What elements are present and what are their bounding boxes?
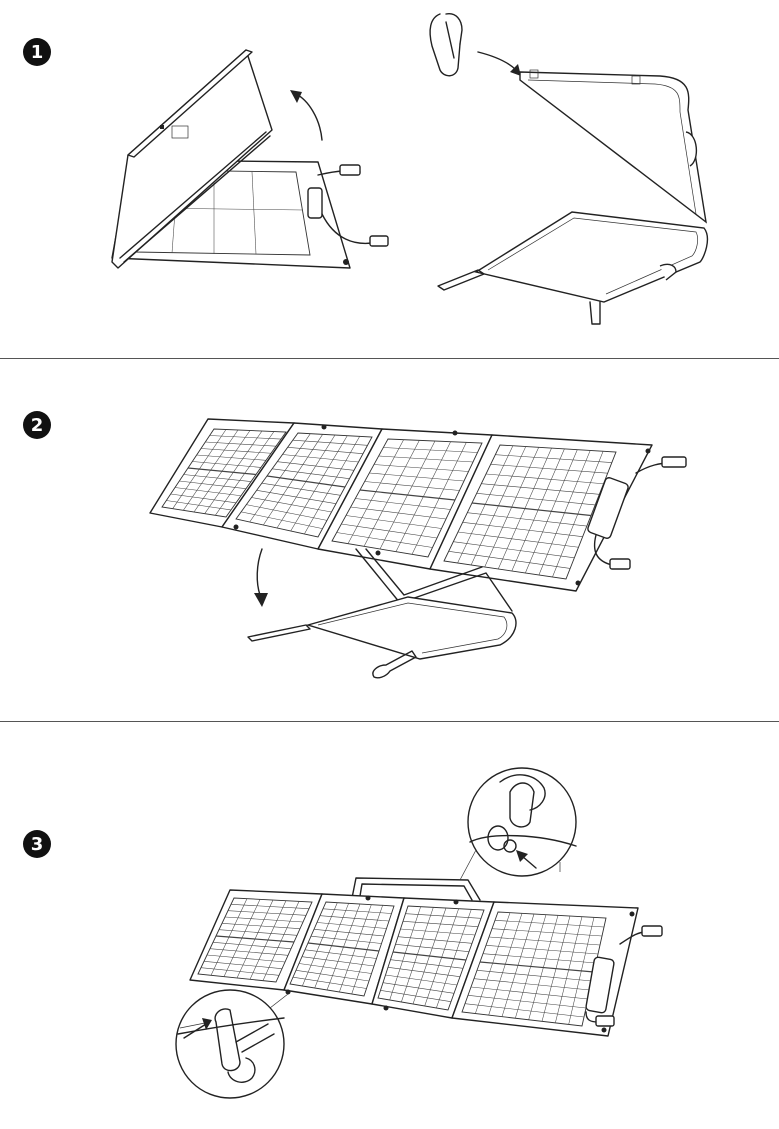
down-arrow-icon (254, 549, 268, 607)
zoom-detail-top (460, 768, 576, 880)
kickstand-illustration (430, 14, 707, 324)
step-3-illustration (0, 722, 779, 1129)
carabiner-icon (430, 14, 462, 76)
unfolded-solar-panel (150, 419, 686, 591)
step-1-illustration (0, 0, 779, 358)
step-2-illustration (0, 359, 779, 721)
zoom-detail-bottom (176, 990, 288, 1098)
folded-panel-opening (112, 50, 388, 268)
